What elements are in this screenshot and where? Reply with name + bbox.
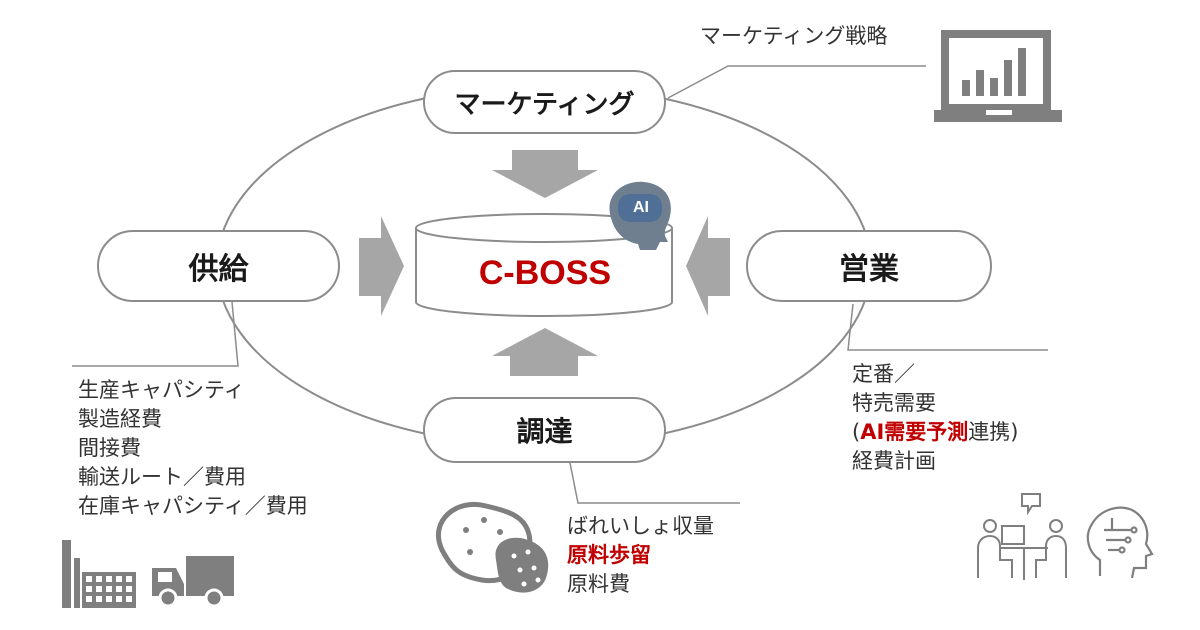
sales-item: 経費計画: [852, 449, 936, 473]
node-supply: 供給: [97, 230, 340, 302]
sales-item: 定番／: [852, 362, 915, 386]
potato-icon: [436, 501, 549, 593]
supply-item: 在庫キャパシティ／費用: [78, 494, 308, 518]
sales-leader-line: [847, 303, 1048, 351]
supply-item: 生産キャパシティ: [78, 378, 245, 402]
node-marketing: マーケティング: [423, 70, 666, 134]
supply-leader-line: [72, 301, 239, 367]
truck-icon: [152, 556, 234, 608]
linkage-text: 連携): [968, 420, 1019, 444]
cboss-title: C-BOSS: [478, 253, 612, 292]
node-sales: 営業: [746, 230, 992, 302]
arrow-up-icon: [492, 328, 598, 376]
supply-item: 輸送ルート／費用: [78, 465, 246, 489]
ai-head-icon: [609, 181, 671, 250]
supply-item: 製造経費: [78, 407, 162, 431]
marketing-strategy-label: マーケティング戦略: [700, 24, 888, 48]
laptop-chart-icon: [934, 30, 1062, 122]
supply-items-list: 生産キャパシティ 製造経費 間接費 輸送ルート／費用 在庫キャパシティ／費用: [78, 376, 308, 521]
arrow-left-icon: [686, 216, 730, 316]
procurement-item: ばれいしょ収量: [567, 514, 714, 538]
paren-open: (: [852, 420, 861, 444]
sales-items-list: 定番／ 特売需要 (AI需要予測連携) 経費計画: [852, 360, 1018, 476]
procurement-item-highlight: 原料歩留: [567, 543, 651, 567]
supply-item: 間接費: [78, 436, 141, 460]
ai-brain-icon: [1086, 506, 1154, 579]
meeting-icon: [977, 493, 1067, 580]
sales-item: 特売需要: [852, 391, 936, 415]
procurement-item: 原料費: [567, 572, 630, 596]
procure-leader-line: [569, 462, 740, 504]
arrow-down-icon: [492, 150, 598, 198]
factory-icon: [62, 540, 136, 608]
ai-badge: AI: [633, 199, 649, 216]
node-procurement: 調達: [423, 397, 666, 463]
database-cylinder-icon: [415, 213, 673, 317]
arrow-right-icon: [359, 216, 404, 316]
sales-item-ai-forecast: (AI需要予測連携): [852, 418, 1018, 447]
ai-demand-forecast: AI需要予測: [860, 420, 969, 444]
procurement-items-list: ばれいしょ収量 原料歩留 原料費: [567, 512, 714, 599]
marketing-leader-line: [667, 65, 926, 99]
